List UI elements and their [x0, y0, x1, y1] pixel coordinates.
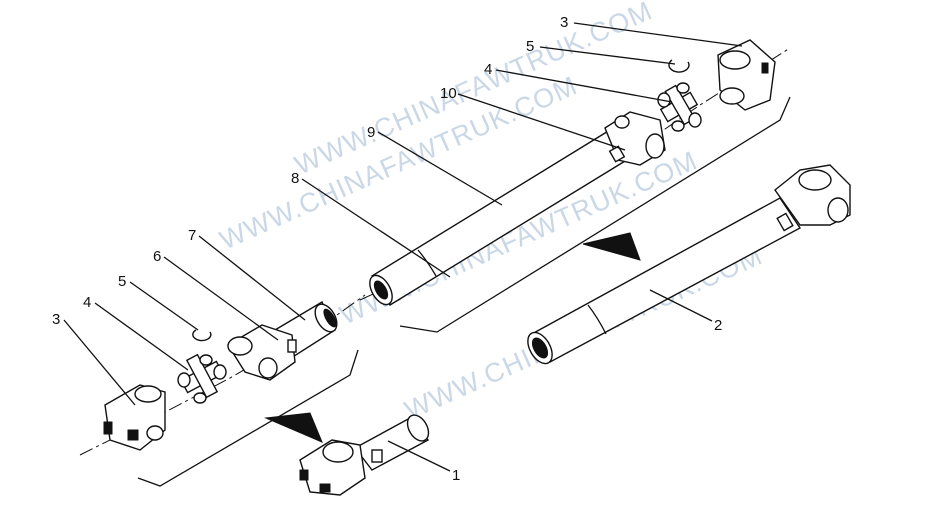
callout-7: 7 — [188, 227, 196, 244]
callout-8: 8 — [291, 170, 299, 187]
callout-labels: 3 5 4 10 9 8 7 6 5 4 3 2 1 — [52, 14, 722, 484]
callout-2: 2 — [714, 317, 722, 334]
shaft-2 — [527, 164, 851, 365]
upper-arrow — [582, 232, 641, 261]
flange-yoke-3-top — [717, 39, 776, 111]
callout-6: 6 — [153, 248, 161, 265]
callout-4-top: 4 — [484, 61, 492, 78]
circlip-5-top — [668, 59, 690, 73]
upper-shaft-assembly — [369, 39, 776, 306]
callout-3-top: 3 — [560, 14, 568, 31]
callout-9: 9 — [367, 124, 375, 141]
universal-joint-cross-4-top — [657, 82, 702, 132]
universal-joint-cross-4-left — [177, 353, 227, 404]
callout-10: 10 — [440, 85, 457, 102]
lower-bracket — [137, 349, 359, 487]
circlip-5-left — [192, 329, 212, 342]
leader-lines — [63, 22, 743, 472]
lower-shaft-assembly — [103, 301, 338, 451]
callout-5-left: 5 — [118, 273, 126, 290]
lower-arrow — [264, 412, 323, 443]
callout-4-left: 4 — [83, 294, 91, 311]
callout-1: 1 — [452, 467, 460, 484]
bracket-lines — [137, 96, 791, 487]
flange-yoke-3-left — [103, 384, 166, 451]
callout-3-left: 3 — [52, 311, 60, 328]
shaft-1 — [299, 414, 430, 496]
upper-bracket — [399, 96, 791, 333]
callout-5-top: 5 — [526, 38, 534, 55]
